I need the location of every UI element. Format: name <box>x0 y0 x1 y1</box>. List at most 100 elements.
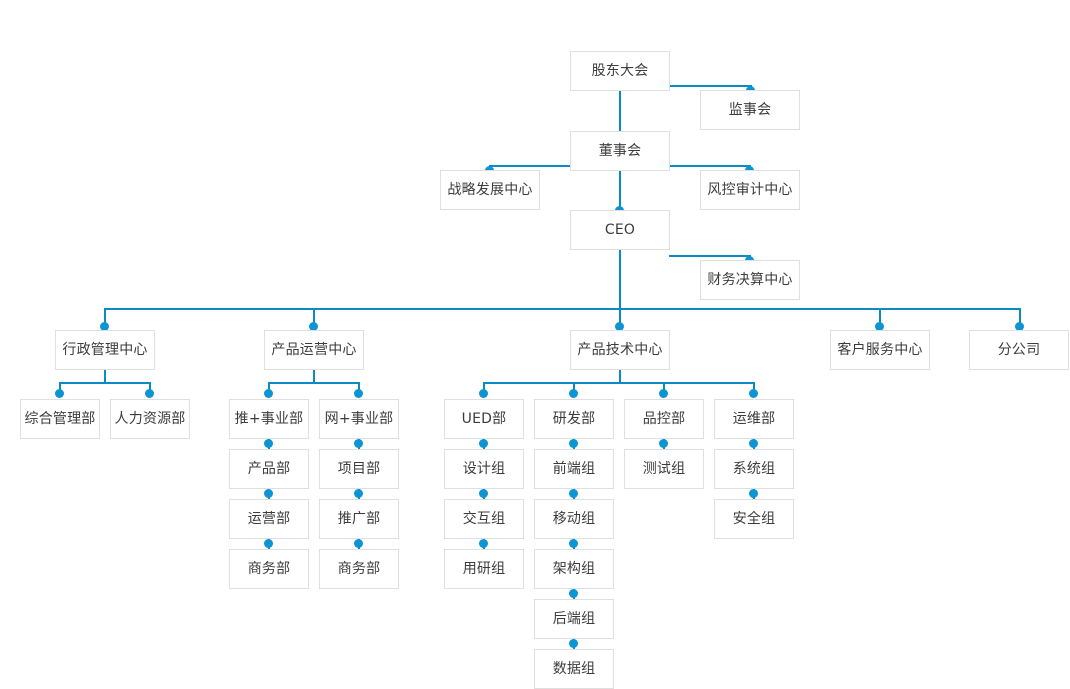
dot-qc-dept <box>659 389 668 398</box>
edge-shareholders-supervisors-h <box>670 85 752 87</box>
node-general-admin-dept[interactable]: 综合管理部 <box>20 399 100 439</box>
node-tui-plus-division-label: 推+事业部 <box>234 411 304 427</box>
edge-ops-tui <box>268 382 270 395</box>
node-design-group[interactable]: 设计组 <box>444 449 524 489</box>
node-product-dept-label: 产品部 <box>247 461 291 477</box>
edge-tech-rnd <box>573 382 575 395</box>
edge-ops-wang <box>358 382 360 395</box>
node-architecture-group-label: 架构组 <box>552 561 596 577</box>
dot-branch-company <box>1015 322 1024 331</box>
dot-design-group <box>479 439 488 448</box>
edge-admin-general <box>59 382 61 395</box>
node-product-tech-center[interactable]: 产品技术中心 <box>570 330 670 370</box>
node-mobile-group-label: 移动组 <box>552 511 596 527</box>
edge-bus-branch <box>1019 308 1021 329</box>
node-supervisors[interactable]: 监事会 <box>700 90 800 130</box>
node-customer-service-center[interactable]: 客户服务中心 <box>830 330 930 370</box>
node-business-dept-a[interactable]: 商务部 <box>229 549 309 589</box>
node-mobile-group[interactable]: 移动组 <box>534 499 614 539</box>
edge-bus-product-tech <box>619 308 621 329</box>
node-project-dept[interactable]: 项目部 <box>319 449 399 489</box>
node-ops-dept[interactable]: 运维部 <box>714 399 794 439</box>
node-business-dept-b[interactable]: 商务部 <box>319 549 399 589</box>
node-qc-dept[interactable]: 品控部 <box>624 399 704 439</box>
edge-product-ops-subbus-stem <box>313 370 315 383</box>
node-operations-dept-label: 运营部 <box>247 511 291 527</box>
edge-shareholders-board <box>619 91 621 140</box>
node-frontend-group[interactable]: 前端组 <box>534 449 614 489</box>
node-product-tech-center-label: 产品技术中心 <box>577 342 663 358</box>
node-qc-dept-label: 品控部 <box>642 411 686 427</box>
node-ceo-label: CEO <box>604 222 636 238</box>
edge-admin-hr <box>149 382 151 395</box>
edge-admin-subbus <box>59 382 150 384</box>
node-ceo[interactable]: CEO <box>570 210 670 250</box>
node-finance-center-label: 财务决算中心 <box>707 272 793 288</box>
node-rnd-dept-label: 研发部 <box>552 411 596 427</box>
node-user-research-group[interactable]: 用研组 <box>444 549 524 589</box>
node-hr-dept[interactable]: 人力资源部 <box>110 399 190 439</box>
dot-mobile-group <box>569 489 578 498</box>
node-operations-dept[interactable]: 运营部 <box>229 499 309 539</box>
node-strategy-center[interactable]: 战略发展中心 <box>440 170 540 210</box>
node-test-group[interactable]: 测试组 <box>624 449 704 489</box>
node-branch-company[interactable]: 分公司 <box>969 330 1069 370</box>
dot-customer-service-center <box>875 322 884 331</box>
node-admin-center[interactable]: 行政管理中心 <box>55 330 155 370</box>
node-risk-audit-center-label: 风控审计中心 <box>707 182 793 198</box>
dot-rnd-dept <box>569 389 578 398</box>
dot-product-ops-center <box>309 322 318 331</box>
node-tui-plus-division[interactable]: 推+事业部 <box>229 399 309 439</box>
node-wang-plus-division[interactable]: 网+事业部 <box>319 399 399 439</box>
node-business-dept-b-label: 商务部 <box>337 561 381 577</box>
node-shareholders[interactable]: 股东大会 <box>570 51 670 91</box>
dot-operations-dept <box>264 489 273 498</box>
node-ued-dept-label: UED部 <box>461 411 507 427</box>
node-risk-audit-center[interactable]: 风控审计中心 <box>700 170 800 210</box>
dot-interaction-group <box>479 489 488 498</box>
node-product-dept[interactable]: 产品部 <box>229 449 309 489</box>
edge-main-bus <box>104 308 1020 310</box>
node-wang-plus-division-label: 网+事业部 <box>324 411 394 427</box>
edge-product-ops-subbus <box>268 382 359 384</box>
edge-ceo-finance-h <box>669 255 751 257</box>
edge-bus-product-ops <box>313 308 315 329</box>
node-backend-group[interactable]: 后端组 <box>534 599 614 639</box>
node-system-group[interactable]: 系统组 <box>714 449 794 489</box>
edge-bus-customer-service <box>879 308 881 329</box>
node-shareholders-label: 股东大会 <box>591 63 649 79</box>
edge-bus-admin <box>104 308 106 329</box>
node-board[interactable]: 董事会 <box>570 131 670 171</box>
node-product-ops-center-label: 产品运营中心 <box>271 342 357 358</box>
node-finance-center[interactable]: 财务决算中心 <box>700 260 800 300</box>
node-system-group-label: 系统组 <box>732 461 776 477</box>
node-promotion-dept[interactable]: 推广部 <box>319 499 399 539</box>
edge-tech-ued <box>483 382 485 395</box>
dot-frontend-group <box>569 439 578 448</box>
edge-tech-qc <box>663 382 665 395</box>
node-design-group-label: 设计组 <box>462 461 506 477</box>
edge-product-tech-subbus-stem <box>619 370 621 383</box>
node-architecture-group[interactable]: 架构组 <box>534 549 614 589</box>
node-data-group[interactable]: 数据组 <box>534 649 614 689</box>
node-ued-dept[interactable]: UED部 <box>444 399 524 439</box>
dot-admin-center <box>100 322 109 331</box>
node-admin-center-label: 行政管理中心 <box>62 342 148 358</box>
dot-backend-group <box>569 589 578 598</box>
node-security-group-label: 安全组 <box>732 511 776 527</box>
node-interaction-group[interactable]: 交互组 <box>444 499 524 539</box>
node-data-group-label: 数据组 <box>552 661 596 677</box>
node-product-ops-center[interactable]: 产品运营中心 <box>264 330 364 370</box>
edge-tech-ops <box>753 382 755 395</box>
dot-test-group <box>659 439 668 448</box>
dot-product-dept <box>264 439 273 448</box>
node-security-group[interactable]: 安全组 <box>714 499 794 539</box>
dot-data-group <box>569 639 578 648</box>
dot-general-admin-dept <box>55 389 64 398</box>
node-supervisors-label: 监事会 <box>728 102 772 118</box>
edge-board-ceo <box>619 171 621 215</box>
node-rnd-dept[interactable]: 研发部 <box>534 399 614 439</box>
dot-ops-dept <box>749 389 758 398</box>
node-general-admin-dept-label: 综合管理部 <box>24 411 96 427</box>
